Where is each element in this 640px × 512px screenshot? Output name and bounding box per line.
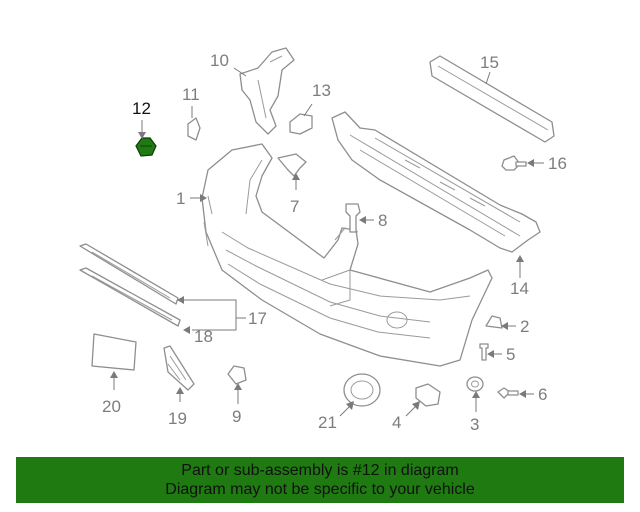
part-3-socket[interactable] — [466, 376, 484, 392]
part-9-bracket[interactable] — [227, 365, 247, 385]
callout-8: 8 — [378, 211, 387, 230]
part-8-bolt[interactable] — [345, 203, 361, 233]
part-15-reinforcement-bar[interactable] — [429, 55, 555, 143]
info-banner: Part or sub-assembly is #12 in diagram D… — [16, 457, 624, 503]
callout-18: 18 — [194, 327, 213, 346]
callout-3: 3 — [470, 415, 479, 434]
callout-14: 14 — [510, 279, 529, 298]
callout-20: 20 — [102, 397, 121, 416]
banner-line-1: Part or sub-assembly is #12 in diagram — [181, 462, 459, 479]
callout-13: 13 — [312, 81, 331, 100]
part-7-fastener[interactable] — [277, 153, 307, 177]
part-17-upper-strip[interactable] — [79, 243, 179, 305]
part-19-grille[interactable] — [163, 345, 195, 391]
part-18-lower-strip[interactable] — [79, 267, 181, 327]
callout-11: 11 — [182, 85, 200, 104]
callout-15: 15 — [480, 53, 499, 72]
callout-numbers: 1 2 3 4 5 6 7 8 9 10 11 12 13 14 15 16 1… — [102, 51, 567, 434]
part-11-clip[interactable] — [187, 117, 201, 141]
callout-4: 4 — [392, 413, 401, 432]
callout-10: 10 — [210, 51, 229, 70]
callout-6: 6 — [538, 385, 547, 404]
part-21-fog-lamp-cover[interactable] — [343, 373, 381, 407]
callout-12: 12 — [132, 99, 151, 118]
callout-16: 16 — [548, 154, 567, 173]
part-16-bolt[interactable] — [501, 155, 527, 171]
callout-5: 5 — [506, 345, 515, 364]
callout-9: 9 — [232, 407, 241, 426]
part-2-grommet[interactable] — [485, 315, 503, 329]
part-20-license-plate-bracket[interactable] — [91, 333, 137, 371]
part-10-bracket[interactable] — [239, 47, 295, 135]
part-6-bolt[interactable] — [497, 387, 519, 399]
leader-lines — [110, 67, 544, 417]
banner-line-2: Diagram may not be specific to your vehi… — [165, 481, 475, 498]
part-13-bracket[interactable] — [289, 113, 313, 135]
callout-17: 17 — [248, 309, 267, 328]
parts-diagram: 1 2 3 4 5 6 7 8 9 10 11 12 13 14 15 16 1… — [79, 47, 567, 434]
callout-21: 21 — [318, 413, 337, 432]
callout-1: 1 — [176, 189, 185, 208]
callout-2: 2 — [520, 317, 529, 336]
callout-7: 7 — [290, 197, 299, 216]
part-4-fog-lamp[interactable] — [415, 383, 441, 407]
callout-19: 19 — [168, 409, 187, 428]
part-5-screw[interactable] — [479, 343, 489, 361]
part-12-clip-highlighted[interactable] — [135, 137, 157, 157]
part-14-bumper-reinforcement[interactable] — [331, 111, 541, 253]
